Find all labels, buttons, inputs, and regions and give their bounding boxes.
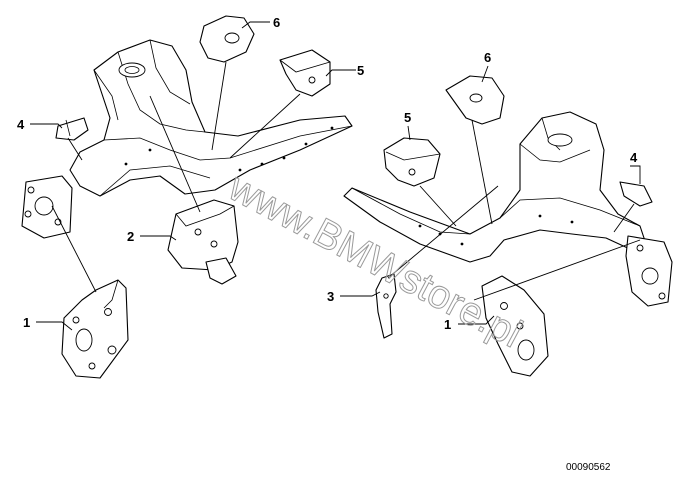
right-front-plate xyxy=(625,235,673,307)
callout-2-left: 2 xyxy=(127,229,134,244)
right-part-6-mount xyxy=(445,75,505,125)
left-part-5-mount xyxy=(279,49,331,97)
left-part-4-bracket xyxy=(55,117,89,141)
callout-1-left: 1 xyxy=(23,315,30,330)
callout-6-right: 6 xyxy=(484,50,491,65)
watermark-text: www.BMWstore.pl xyxy=(221,165,529,357)
callout-5-left: 5 xyxy=(357,63,364,78)
right-assembly xyxy=(343,75,673,377)
right-part-1-bracket xyxy=(481,275,549,377)
callout-4-right: 4 xyxy=(630,150,638,165)
right-part-4-bracket xyxy=(619,181,653,207)
callout-numbers: 1 2 4 5 6 1 3 4 5 6 xyxy=(17,15,638,332)
right-part-3-bracket xyxy=(375,273,397,339)
left-part-1-bracket xyxy=(61,279,129,379)
figure-number: 00090562 xyxy=(566,462,611,473)
callout-1-right: 1 xyxy=(444,317,451,332)
callout-3-right: 3 xyxy=(327,289,334,304)
right-part-5-mount xyxy=(383,137,441,187)
callout-5-right: 5 xyxy=(404,110,411,125)
leader-lines xyxy=(30,21,641,331)
left-front-plate xyxy=(21,175,73,239)
left-part-6-mount xyxy=(199,15,255,63)
callout-4-left: 4 xyxy=(17,117,25,132)
left-side-member xyxy=(69,39,353,197)
left-part-2-plate xyxy=(167,199,239,285)
left-assembly xyxy=(21,15,353,379)
callout-6-left: 6 xyxy=(273,15,280,30)
right-side-member xyxy=(343,111,647,263)
